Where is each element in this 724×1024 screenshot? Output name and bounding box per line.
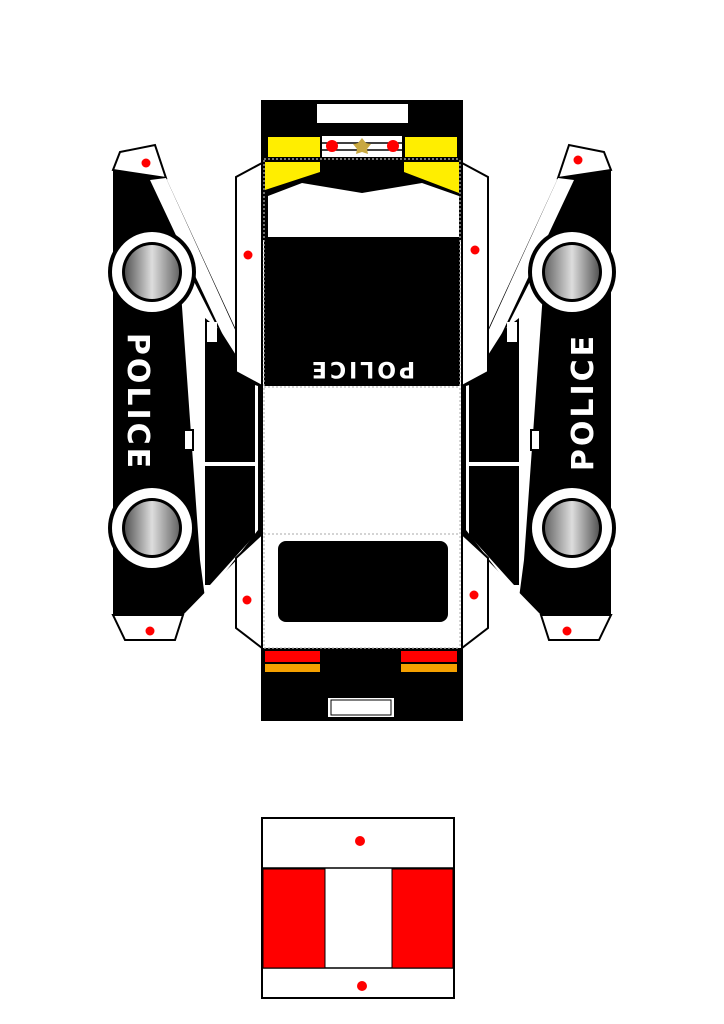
left-fog-light — [265, 162, 320, 190]
front-plate — [317, 104, 408, 123]
right-red-light — [391, 868, 454, 969]
windshield-area — [268, 183, 459, 237]
glue-dot — [243, 250, 253, 260]
light-bar-piece — [261, 817, 455, 999]
glue-dot — [145, 626, 155, 636]
left-headlight — [268, 137, 320, 157]
right-headlight — [405, 137, 457, 157]
right-side-panel — [462, 143, 616, 641]
grille-light — [326, 140, 338, 152]
glue-dot — [141, 158, 151, 168]
glue-dot — [355, 836, 365, 846]
left-rear-wheel-icon — [108, 484, 196, 572]
right-tail-light — [401, 651, 457, 662]
left-tail-light — [265, 651, 320, 662]
left-side-panel: POLICE — [108, 143, 262, 641]
side-flaps — [235, 161, 489, 651]
grille-light — [387, 140, 399, 152]
badge-icon — [353, 138, 371, 154]
rear-window — [278, 541, 448, 622]
grille — [322, 136, 402, 157]
hood — [264, 238, 460, 386]
left-stripe — [150, 178, 258, 382]
glue-dot — [470, 245, 480, 255]
car-body-top: POLICE — [261, 100, 463, 721]
right-indicator — [401, 664, 457, 672]
left-front-window — [205, 318, 255, 462]
right-front-flap — [461, 161, 489, 388]
left-police-text: POLICE — [120, 333, 155, 471]
left-door-handle — [183, 429, 194, 451]
left-front-flap — [235, 161, 263, 388]
left-mirror — [207, 322, 217, 342]
left-front-wheel-icon — [108, 228, 196, 316]
glue-dot — [357, 981, 367, 991]
glue-dot — [469, 590, 479, 600]
roof — [264, 388, 460, 533]
glue-dot — [242, 595, 252, 605]
left-red-light — [262, 868, 326, 969]
right-police-text: POLICE — [566, 333, 601, 471]
right-fog-light — [404, 162, 459, 193]
hood-police-text: POLICE — [309, 356, 415, 381]
left-rear-window — [205, 466, 255, 585]
left-indicator — [265, 664, 320, 672]
